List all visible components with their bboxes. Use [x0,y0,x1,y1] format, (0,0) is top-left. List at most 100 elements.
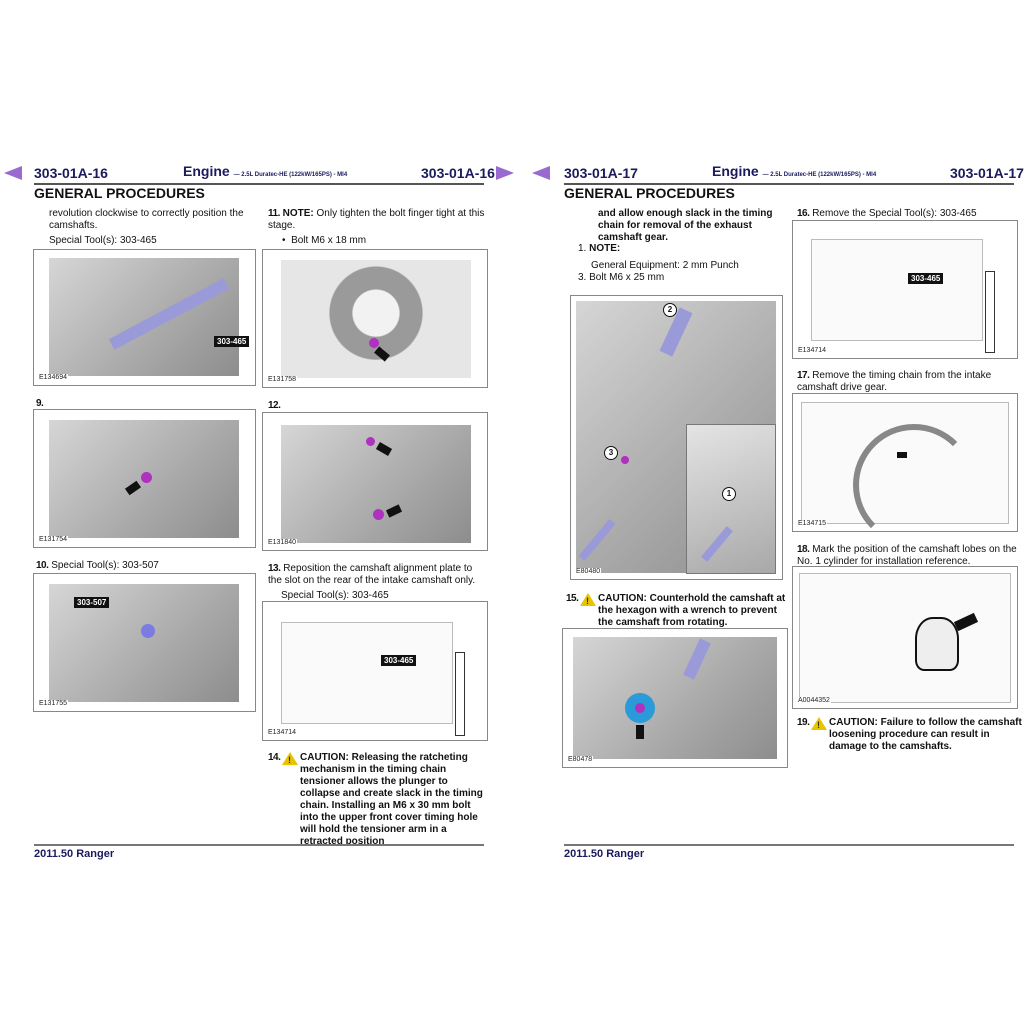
step-15-caution: 15. CAUTION: Counterhold the camshaft at… [566,593,786,629]
arrow-icon [636,725,644,739]
title-text: Engine [183,163,230,179]
punch-tool-icon [141,624,155,638]
sub-step-1: 1. NOTE: [578,243,620,255]
caution-text: CAUTION: Counterhold the camshaft at the… [598,593,786,628]
timing-chain-icon [853,424,975,531]
step-18-text: Mark the position of the camshaft lobes … [797,544,1017,567]
marker-3: 3 [604,446,618,460]
bolt-marker-icon [369,338,379,348]
step-17: 17. Remove the timing chain from the int… [797,370,1017,394]
camshaft-line-drawing [811,239,983,341]
callout-label: 303-465 [908,273,944,284]
step-13-text: Reposition the camshaft alignment plate … [268,563,476,586]
camshaft-lobe-line-drawing [799,573,1011,703]
note-label: NOTE: [282,208,314,219]
caution-icon [580,593,596,607]
step-11: 11. NOTE: Only tighten the bolt finger t… [268,208,486,232]
callout-label: 303-465 [381,655,417,666]
engine-illustration [573,637,777,759]
footer-rule [564,844,1014,846]
figure-e131755: 303-507 E131755 [33,573,256,712]
figure-id: E131755 [38,700,69,707]
next-page-arrow-icon[interactable] [496,166,514,180]
sub-step-3: 3. Bolt M6 x 25 mm [578,272,664,284]
figure-id: E134714 [797,347,828,354]
camshaft-line-drawing [281,622,453,724]
footer-model: 2011.50 Ranger [34,848,115,860]
figure-e134714: 303-465 E134714 [262,601,488,741]
caution-icon [811,717,827,731]
subtitle-text: — 2.5L Duratec-HE (122kW/165PS) - MI4 [233,172,348,178]
alignment-plate-icon [455,652,465,736]
bolt-marker-icon [621,456,629,464]
step-17-text: Remove the timing chain from the intake … [797,370,992,393]
figure-a0044352: A0044352 [792,566,1018,709]
header-rule [564,183,1014,185]
step-9-number: 9. [36,398,44,409]
header-rule [34,183,484,185]
callout-label: 303-465 [214,336,250,347]
step-15-number: 15. [566,593,579,604]
step-13: 13. Reposition the camshaft alignment pl… [268,563,486,587]
footer-rule [34,844,484,846]
section-heading: GENERAL PROCEDURES [564,185,735,201]
step-12-number: 12. [268,400,281,411]
sub-step-1-number: 1. [578,243,587,254]
step-16: 16. Remove the Special Tool(s): 303-465 [797,208,977,220]
bullet-text: Bolt M6 x 18 mm [291,235,367,246]
figure-e134714-right: 303-465 E134714 [792,220,1018,359]
bolt-marker-icon [635,703,645,713]
page-code-right: 303-01A-16 [421,165,495,181]
alignment-plate-icon [985,271,995,353]
step-11-number: 11. [268,208,280,219]
callout-label: 303-507 [74,597,110,608]
marker-1: 1 [722,487,736,501]
special-tool-text: Special Tool(s): 303-465 [281,590,389,601]
right-page: 303-01A-17 Engine — 2.5L Duratec-HE (122… [512,0,1024,1024]
sub-step-3-number: 3. [578,272,587,283]
step-18-number: 18. [797,544,810,555]
note-label: NOTE: [589,243,621,254]
general-equipment-text: General Equipment: 2 mm Punch [591,260,739,271]
previous-page-arrow-icon[interactable] [532,166,550,180]
figure-e131840: E131840 [262,412,488,551]
step-16-text: Remove the Special Tool(s): 303-465 [812,208,977,219]
page-code-right: 303-01A-17 [950,165,1024,181]
figure-id: A0044352 [797,697,831,704]
step-16-number: 16. [797,208,810,219]
step-17-number: 17. [797,370,810,381]
sub-step-3-text: Bolt M6 x 25 mm [589,272,665,283]
figure-e134715: E134715 [792,393,1018,532]
marker-2: 2 [663,303,677,317]
continued-text: and allow enough slack in the timing cha… [598,208,773,243]
figure-id: E131754 [38,536,69,543]
figure-e131754: E131754 [33,409,256,548]
bolt-marker-icon [373,509,384,520]
figure-id: E80480 [575,568,602,575]
page-code-left: 303-01A-17 [564,165,638,181]
step-10-number: 10. [36,560,49,571]
figure-id: E131758 [267,376,298,383]
camshaft-lobe-icon [915,617,959,671]
page-title: Engine — 2.5L Duratec-HE (122kW/165PS) -… [183,163,347,179]
figure-id: E80478 [567,756,594,763]
engine-illustration [281,425,471,543]
step-13-number: 13. [268,563,281,574]
bolt-marker-icon [366,437,375,446]
figure-id: E134714 [267,729,298,736]
bolt-marker-icon [141,472,152,483]
previous-page-arrow-icon[interactable] [4,166,22,180]
title-text: Engine [712,163,759,179]
figure-id: E134694 [38,374,69,381]
footer-model: 2011.50 Ranger [564,848,645,860]
caution-text: CAUTION: Releasing the ratcheting mechan… [300,752,483,847]
figure-id: E131840 [267,539,298,546]
arrow-icon [897,452,907,458]
subtitle-text: — 2.5L Duratec-HE (122kW/165PS) - MI4 [762,172,877,178]
step-10: 10. Special Tool(s): 303-507 [36,560,159,572]
figure-e131758: E131758 [262,249,488,388]
step-10-text: Special Tool(s): 303-507 [51,560,159,571]
section-heading: GENERAL PROCEDURES [34,185,205,201]
engine-illustration [49,258,239,376]
engine-illustration [281,260,471,378]
